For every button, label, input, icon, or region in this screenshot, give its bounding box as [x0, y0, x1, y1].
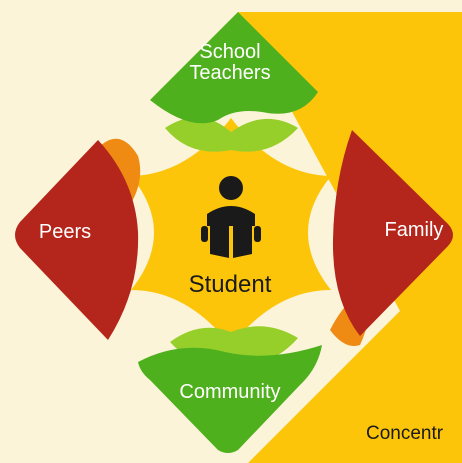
community-label: Community [179, 381, 281, 403]
petal-right [332, 130, 453, 336]
petal-top [150, 12, 318, 124]
student-label: Student [188, 271, 272, 298]
petal-top-light [165, 117, 298, 152]
footer-caption: Concentr [366, 423, 444, 444]
school-teachers-label: School Teachers [189, 41, 271, 84]
yellow-panel [238, 12, 462, 463]
peers-label: Peers [38, 221, 92, 243]
petal-left [15, 140, 139, 340]
family-label: Family [384, 219, 444, 241]
student-reading-icon [201, 176, 261, 258]
petal-bottom [138, 345, 322, 453]
